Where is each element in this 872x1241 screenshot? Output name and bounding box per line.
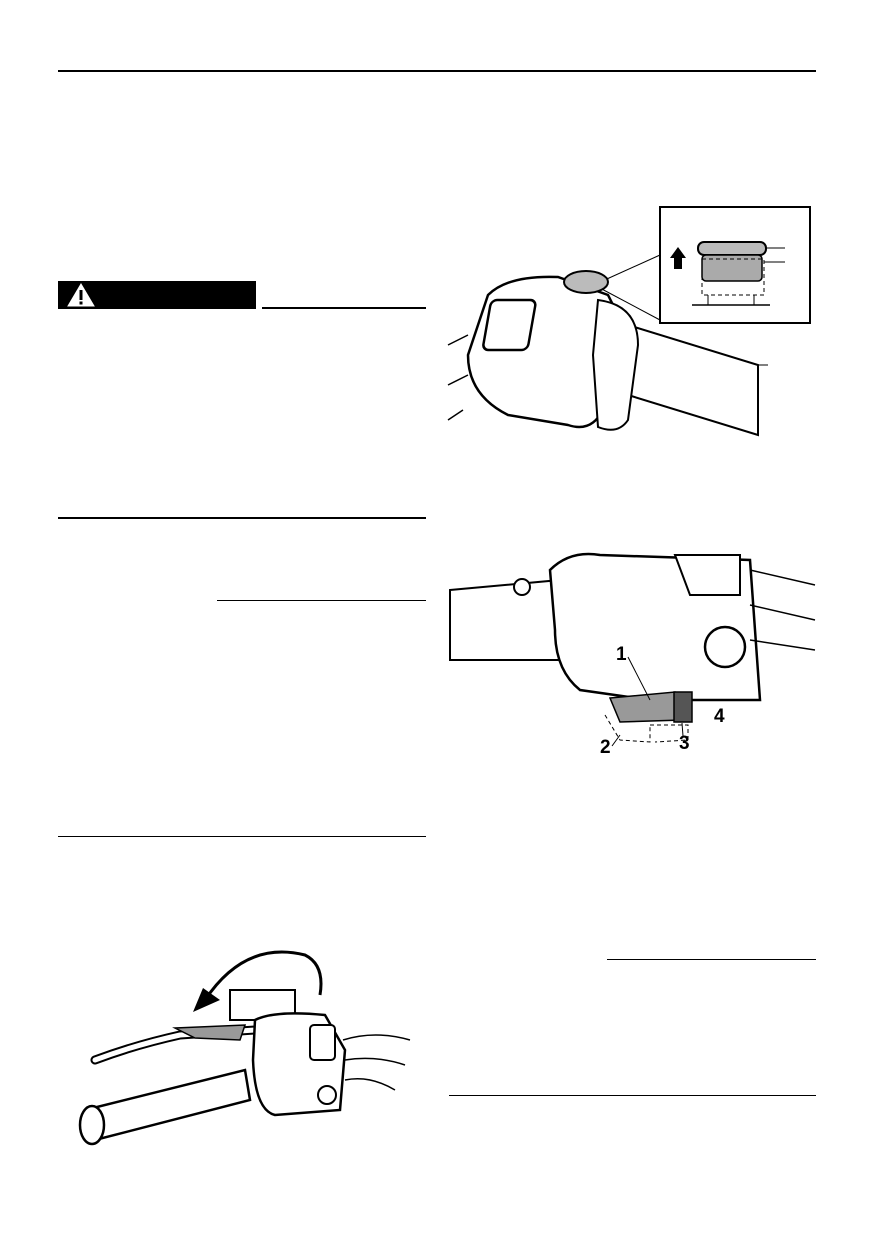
inset-detail [597,206,811,324]
callout-1: 1 [616,644,627,665]
subsection-rule-left [217,600,426,601]
section-rule-right [449,1095,816,1096]
arrow-up-icon [670,247,686,269]
curved-arrow-icon [203,950,323,1001]
callout-2: 2 [600,737,611,758]
warning-bar [58,281,256,309]
throttle-figure [449,552,816,747]
section-rule-left-1 [58,517,426,519]
section-rule-left-2 [58,836,426,837]
subsection-rule-right [607,959,816,960]
warning-triangle-icon [67,283,95,307]
header-rule [58,70,816,72]
warning-underline [262,307,426,309]
callout-3: 3 [679,733,690,754]
switch-figure [447,206,811,437]
brake-lever-figure [78,950,411,1146]
callout-4: 4 [714,706,725,727]
